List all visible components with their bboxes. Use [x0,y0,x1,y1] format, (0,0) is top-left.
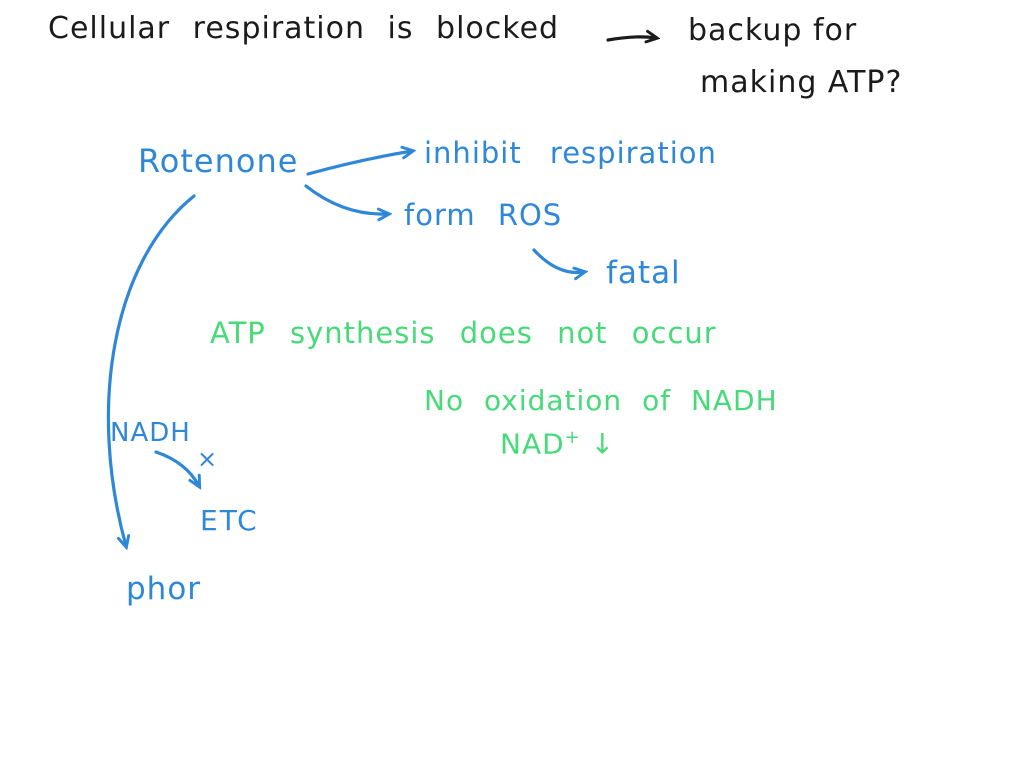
arrow-rotenone-to-ros-icon [304,184,388,214]
nad-plus-sup: + [564,427,581,448]
nadh-label: NADH [110,418,191,448]
rotenone-label: Rotenone [138,142,299,180]
down-arrow-icon: ↓ [590,427,616,461]
heading-line2: making ATP? [700,65,903,100]
nad-label: NAD [500,427,565,461]
heading-backup: backup for [688,13,858,48]
fatal-label: fatal [606,255,681,291]
heading-line1: Cellular respiration is blocked [48,11,560,46]
form-ros-label: form ROS [404,198,563,232]
arrow-nadh-to-etc-icon [154,450,199,486]
arrow-blocked-to-backup-icon [606,37,656,40]
phor-label: phor [126,571,202,607]
atp-synthesis-note: ATP synthesis does not occur [210,316,717,350]
arrow-rotenone-to-inhibit-icon [306,151,412,176]
nad-plus-decrease-note: NAD+ ↓ [500,428,615,460]
inhibit-respiration-label: inhibit respiration [424,136,717,170]
cross-x-icon: × [197,445,218,473]
no-oxidation-note: No oxidation of NADH [424,384,778,417]
etc-label: ETC [200,504,259,537]
arrow-ros-to-fatal-icon [532,248,584,273]
arrow-rotenone-to-phor-icon [106,194,196,546]
